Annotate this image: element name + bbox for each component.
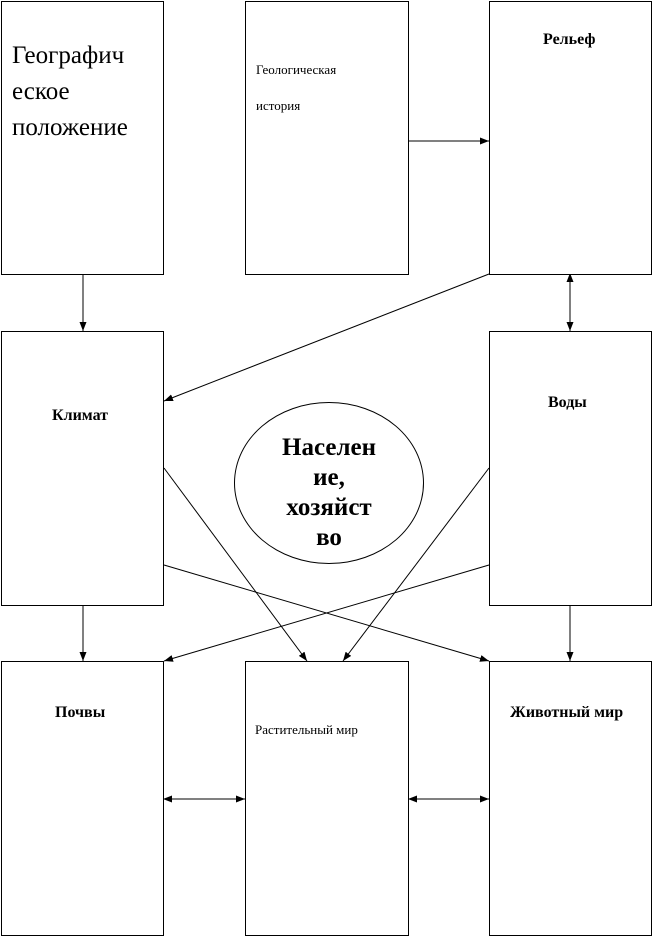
- node-population-line-4: во: [316, 524, 342, 551]
- node-soils-label: Почвы: [55, 704, 106, 721]
- node-geo-history-line-2: история: [256, 98, 301, 113]
- node-geo-position-line-2: еское: [12, 78, 70, 105]
- node-climate-label: Климат: [52, 407, 109, 424]
- node-geo-position-line-1: Географич: [12, 42, 125, 69]
- node-population-line-3: хозяйст: [286, 494, 372, 521]
- node-fauna-label: Животный мир: [510, 704, 624, 721]
- node-fauna: Животный мир: [489, 661, 652, 936]
- node-population-line-2: ие,: [313, 464, 345, 491]
- arrow-waters-to-flora: [342, 467, 490, 662]
- node-waters: Воды: [489, 331, 652, 606]
- arrow-waters-to-soils: [163, 564, 490, 662]
- node-soils: Почвы: [1, 661, 164, 936]
- node-flora-label: Растительный мир: [255, 722, 358, 737]
- arrow-relief-to-climate: [163, 273, 490, 402]
- arrow-climate-to-flora: [163, 467, 308, 662]
- node-relief: Рельеф: [489, 1, 652, 275]
- node-flora: Растительный мир: [245, 661, 409, 936]
- node-waters-label: Воды: [548, 394, 587, 411]
- node-population: Населен ие, хозяйст во: [234, 402, 424, 564]
- node-geo-position: Географич еское положение: [1, 1, 164, 275]
- node-climate: Климат: [1, 331, 164, 606]
- node-geo-history: Геологическая история: [245, 1, 409, 275]
- node-relief-label: Рельеф: [543, 31, 596, 48]
- node-geo-history-line-1: Геологическая: [256, 62, 337, 77]
- node-geo-position-line-3: положение: [12, 114, 128, 141]
- node-population-line-1: Населен: [282, 434, 376, 461]
